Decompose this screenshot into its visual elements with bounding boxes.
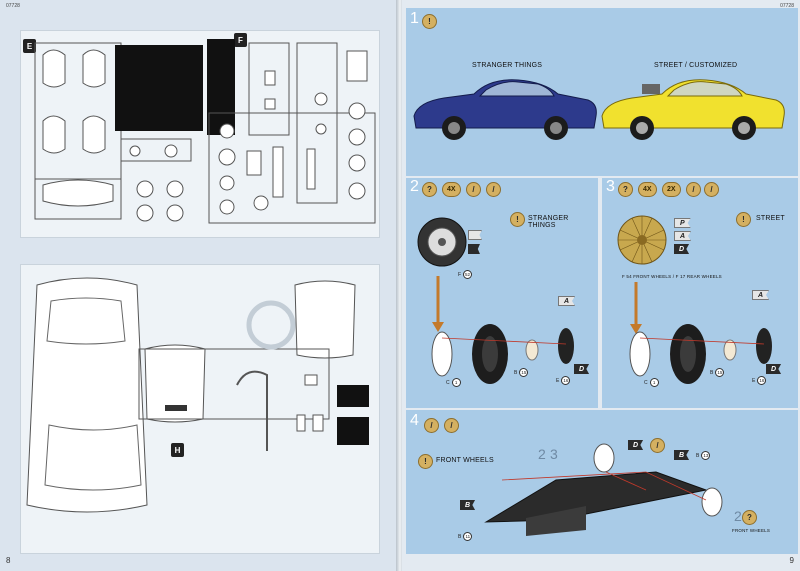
flag-d: D <box>574 364 590 374</box>
paint-brush-icon: / <box>704 182 719 197</box>
page-number-left: 8 <box>6 556 11 565</box>
step-3-qty-badge-a: 4X <box>638 182 657 197</box>
flag-b-lower: B <box>460 500 476 510</box>
glue-icon: / <box>466 182 481 197</box>
step-2-qty-badge: 4X <box>442 182 461 197</box>
step-2-number: 2 <box>410 178 419 195</box>
left-page: 07728 E F <box>0 0 398 571</box>
book-gutter <box>396 0 404 571</box>
paint-brush-icon: / <box>486 182 501 197</box>
step-2-wheel-drawing <box>417 217 574 384</box>
step-ref-3: 3 <box>550 446 558 462</box>
question-icon: ? <box>618 182 633 197</box>
page-code-left: 07728 <box>6 3 20 9</box>
step-4-suspension-drawing <box>484 443 723 536</box>
sprue-letter-f: F <box>234 33 247 47</box>
step-3-title: STREET <box>756 215 785 222</box>
sprue-ef-drawing <box>34 39 376 224</box>
step-1-panel: 1 ! STRANGER THINGS STREET / CUSTOMIZED <box>406 8 798 176</box>
step-ref-2: 2 <box>538 446 546 462</box>
sprue-letter-e: E <box>23 39 36 53</box>
step-3-panel: 3 ? 4X 2X / / ! STREET P A D F 54 FRONT … <box>602 178 798 408</box>
step-1-right-title: STREET / CUSTOMIZED <box>654 62 738 69</box>
sprue-sheet-gh: G H <box>20 264 380 554</box>
step-4-panel: 4 / / ! FRONT WHEELS 2 3 2 3 D / B B13 B… <box>406 410 798 554</box>
sprue-sheet-ef: E F <box>20 30 380 238</box>
step-2-title: STRANGER THINGS <box>528 215 569 229</box>
step-1-number: 1 <box>410 10 419 27</box>
step-3-wheel-drawing <box>617 215 772 384</box>
step-ref-2-lower: 2 <box>734 508 742 524</box>
glue-icon: / <box>686 182 701 197</box>
page-number-right: 9 <box>789 556 794 565</box>
step-1-cars <box>413 79 785 140</box>
step-1-left-title: STRANGER THINGS <box>472 62 543 69</box>
step-4-title: FRONT WHEELS <box>436 457 494 464</box>
flag-d-lower: D <box>766 364 782 374</box>
question-icon: ? <box>422 182 437 197</box>
step-4-number: 4 <box>410 412 419 429</box>
question-icon: ? <box>742 510 757 525</box>
page-code-right: 07728 <box>780 3 794 9</box>
attention-icon: ! <box>422 14 437 29</box>
sprue-letter-h: H <box>171 443 184 457</box>
step-3-qty-badge-b: 2X <box>662 182 681 197</box>
decal-flag-dark <box>468 244 480 254</box>
paint-brush-icon: / <box>444 418 459 433</box>
flag-b: B <box>674 450 690 460</box>
attention-icon: ! <box>418 454 433 469</box>
right-page: 07728 1 ! STRANGER THINGS STREET / CUSTO… <box>402 0 800 571</box>
step-3-number: 3 <box>606 178 615 195</box>
paint-brush-icon: / <box>650 438 665 453</box>
step-3-wheel-note: F 54 FRONT WHEELS / F 17 REAR WHEELS <box>622 274 722 279</box>
attention-icon: ! <box>510 212 525 227</box>
flag-d: D <box>628 440 644 450</box>
attention-icon: ! <box>736 212 751 227</box>
flag-d: D <box>674 244 690 254</box>
step-4-sub-label: FRONT WHEELS <box>732 528 771 533</box>
glue-icon: / <box>424 418 439 433</box>
sprue-gh-drawing <box>26 277 369 513</box>
